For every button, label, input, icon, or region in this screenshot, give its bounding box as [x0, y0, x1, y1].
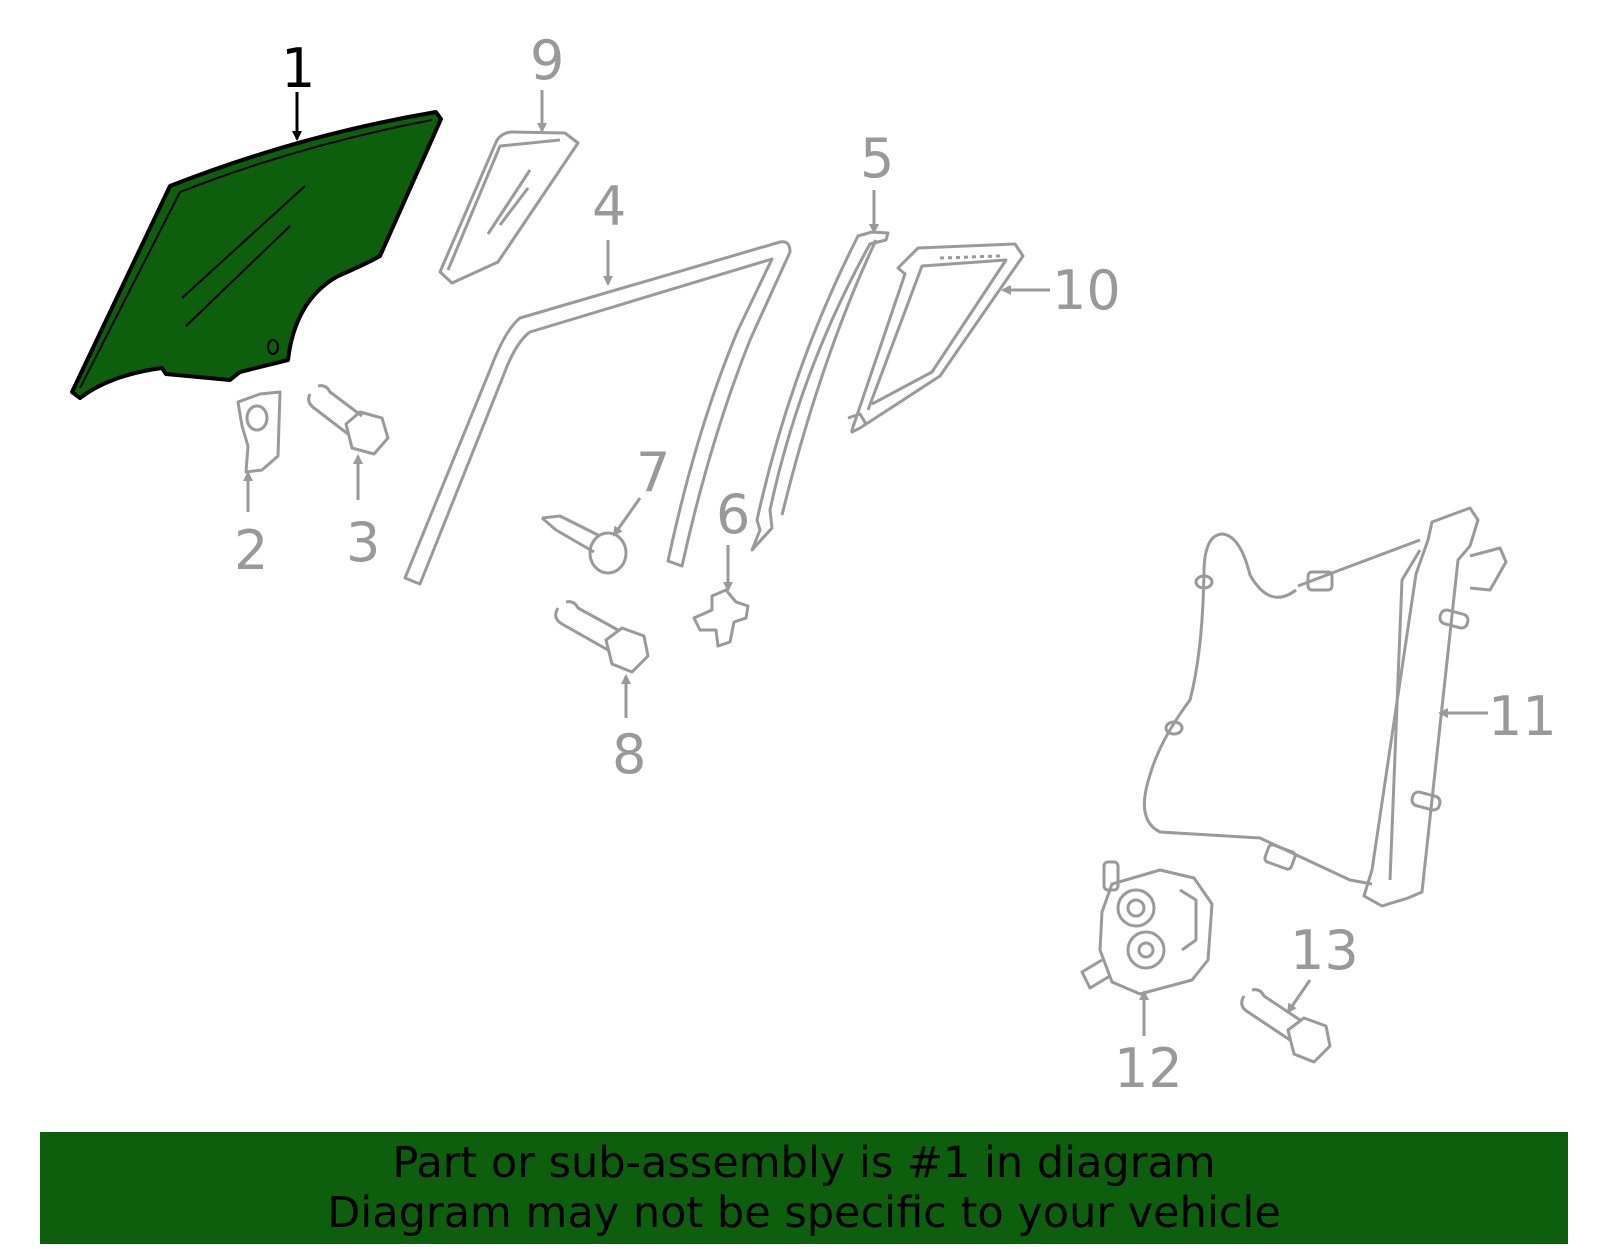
callout-9: 9 — [530, 29, 565, 92]
part-8-bolt[interactable] — [554, 600, 650, 674]
callout-13: 13 — [1290, 919, 1359, 982]
part-2-bracket[interactable] — [236, 390, 282, 474]
part-1-door-glass[interactable] — [70, 110, 443, 400]
part-10-frame[interactable] — [847, 242, 1025, 434]
callout-7: 7 — [636, 441, 671, 504]
banner-line-1: Part or sub-assembly is #1 in diagram — [392, 1138, 1216, 1188]
part-12-motor[interactable] — [1080, 860, 1214, 996]
callout-7-arrow — [612, 497, 642, 537]
callout-12: 12 — [1114, 1037, 1183, 1100]
callout-3: 3 — [346, 511, 381, 574]
callout-1: 1 — [281, 37, 316, 100]
callout-11: 11 — [1488, 685, 1557, 748]
part-7-screw[interactable] — [541, 514, 628, 575]
part-11-window-regulator[interactable] — [1142, 506, 1508, 908]
callout-6: 6 — [716, 483, 751, 546]
banner-line-2: Diagram may not be specific to your vehi… — [327, 1188, 1281, 1238]
part-4-glass-run-channel[interactable] — [403, 240, 792, 586]
info-banner: Part or sub-assembly is #1 in diagram Di… — [40, 1132, 1568, 1244]
callout-5: 5 — [860, 127, 895, 190]
part-5-weatherstrip[interactable] — [750, 230, 890, 552]
part-9-quarter-glass[interactable] — [438, 130, 580, 285]
callout-2: 2 — [234, 519, 269, 582]
callout-10: 10 — [1052, 259, 1121, 322]
part-6-clip[interactable] — [692, 588, 750, 648]
callout-8: 8 — [612, 723, 647, 786]
part-3-bolt[interactable] — [307, 384, 390, 456]
callout-4: 4 — [592, 175, 627, 238]
callout-13-arrow — [1286, 979, 1312, 1014]
part-13-bolt[interactable] — [1240, 988, 1332, 1064]
